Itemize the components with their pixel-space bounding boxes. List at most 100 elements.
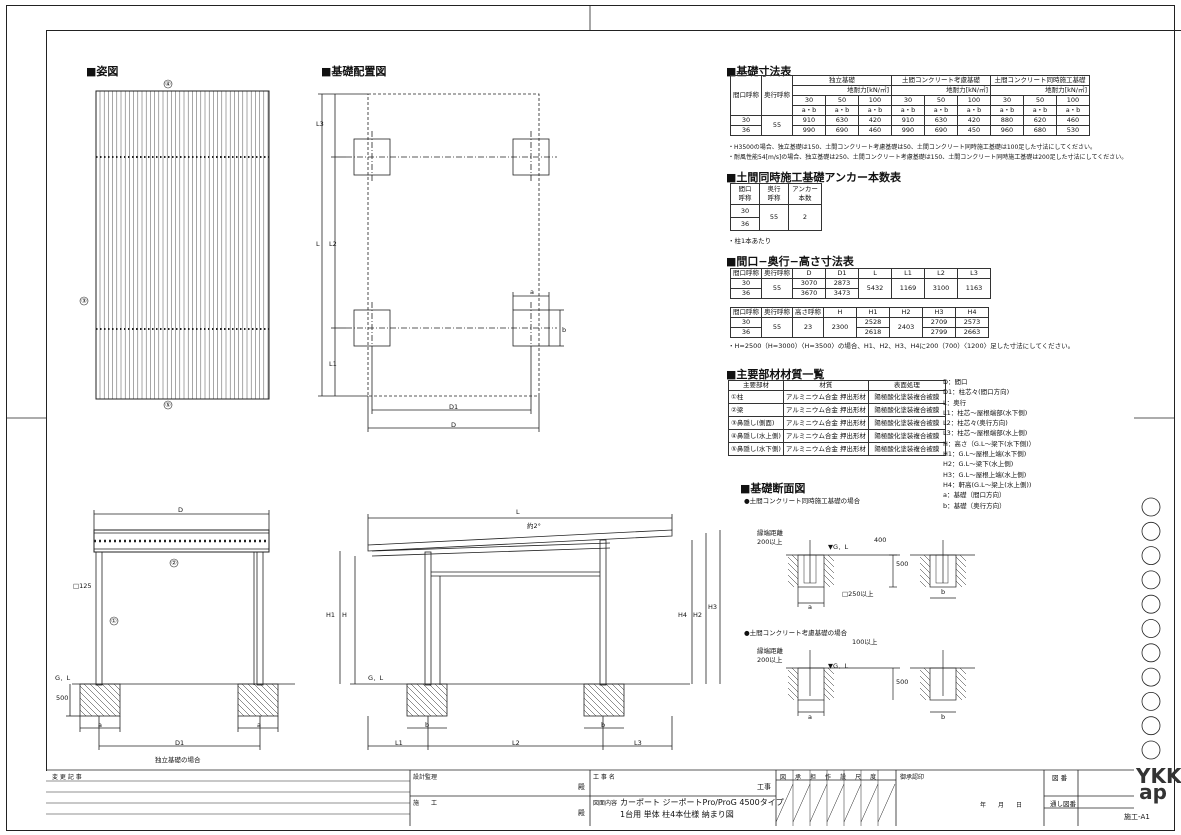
dim-h3: H3: [708, 603, 718, 611]
table-cell: 55: [759, 204, 789, 231]
table-cell: ②梁: [728, 403, 784, 417]
table-cell: 50: [825, 95, 859, 106]
foundation-hatch: [823, 669, 835, 681]
table-cell: a・b: [990, 105, 1024, 116]
section-title-foundation-layout: ■基礎配置図: [321, 65, 387, 78]
span-table-2: 間口呼称 奥行呼称 高さ呼称 H H1 H2 H3 H4 30 55 23 23…: [730, 307, 989, 338]
foundation-hatch: [919, 556, 931, 568]
foundation-dims-table: 間口呼称 奥行呼称 独立基礎 土間コンクリート考慮基礎 土間コンクリート同時施工…: [730, 75, 1090, 136]
foundation-hatch: [416, 683, 448, 715]
foundation-hatch: [787, 681, 799, 693]
foundation-hatch: [919, 574, 931, 586]
foundation-hatch: [823, 556, 835, 568]
foundation-hatch: [113, 683, 121, 691]
table-cell: 陽極酸化塗装複合被膜: [867, 442, 946, 456]
legend-item: L2：柱芯々(奥行方向): [943, 419, 1008, 428]
foundation-hatch: [237, 709, 245, 717]
table-row: ④鼻隠し(水上側) アルミニウム合金 押出形材 陽極酸化塗装複合被膜: [728, 429, 946, 443]
table-cell: 100: [858, 95, 892, 106]
foundation-hatch: [583, 691, 609, 717]
table-cell: ⑤鼻隠し(水下側): [728, 442, 784, 456]
margin-circle: [1141, 716, 1161, 736]
table-header: 材質: [782, 380, 869, 391]
foundation-hatch: [823, 693, 831, 701]
table-cell: 990: [891, 125, 925, 136]
table-cell: 2709: [922, 317, 956, 328]
table-cell: 30: [730, 317, 762, 328]
table-header: L3: [957, 268, 991, 279]
table-cell: 55: [761, 115, 793, 136]
project-label: 工 事 名: [593, 774, 615, 781]
table-cell: 5432: [858, 278, 892, 299]
legend: D：間口 D1：柱芯々(間口方向) L：奥行 L1：柱芯〜屋根端部(水下側) L…: [943, 377, 1035, 511]
table-cell: a・b: [1056, 105, 1090, 116]
table-cell: アルミニウム合金 押出形材: [782, 429, 869, 443]
legend-item: D1：柱芯々(間口方向): [943, 388, 1010, 397]
section-title-section-view: ■基礎断面図: [740, 482, 806, 495]
table-cell: a・b: [858, 105, 892, 116]
serial-number-label: 通し図番: [1050, 800, 1076, 808]
foundation-hatch: [787, 669, 799, 681]
label-gl: ▼G．L: [828, 543, 849, 551]
table-header: H1: [856, 307, 890, 318]
table-cell: 450: [957, 125, 991, 136]
date-field: 年 月 日: [980, 802, 1023, 809]
dim-500-front: 500: [56, 694, 69, 702]
anchor-table: 間口呼称 奥行呼称 アンカー本数 30 55 2 36: [730, 183, 822, 231]
margin-circle: [1141, 740, 1161, 760]
construction-label: 施 工: [413, 800, 438, 807]
table-cell: 2663: [955, 327, 989, 338]
table-header: 表面処理: [867, 380, 946, 391]
foundation-hatch: [605, 683, 625, 703]
front-caption: 独立基礎の場合: [155, 756, 201, 764]
table-cell: 50: [1023, 95, 1057, 106]
foundation-hatch: [787, 556, 799, 568]
foundation-hatch: [955, 669, 967, 681]
foundation-hatch: [83, 683, 117, 717]
approval-slash: [792, 783, 811, 823]
table-cell: a・b: [924, 105, 958, 116]
table-cell: 100: [1056, 95, 1090, 106]
section-title-anchor-count: ■土間同時施工基礎アンカー本数表: [726, 171, 901, 184]
table-header: 奥行呼称: [761, 307, 793, 318]
foundation-hatch: [440, 683, 448, 691]
table-cell: 1163: [957, 278, 991, 299]
foundation-hatch: [265, 683, 279, 697]
span-table-1: 間口呼称 奥行呼称 D D1 L L1 L2 L3 30 55 3070 287…: [730, 268, 991, 299]
label-400: 400: [874, 536, 887, 544]
legend-item: L3：柱芯〜屋根端部(水上側): [943, 429, 1028, 438]
foundation-hatch: [237, 691, 263, 717]
legend-item: D：間口: [943, 378, 968, 386]
label-sq250: □250以上: [842, 590, 874, 598]
table-cell: 2: [788, 204, 822, 231]
dim-d1: D1: [449, 403, 459, 411]
drawing-number-label: 図 番: [1052, 774, 1068, 782]
foundation-hatch: [959, 554, 967, 562]
table-header: 土間コンクリート考慮基礎: [891, 75, 991, 86]
callout-5: ⑤: [165, 401, 171, 409]
table-header: 地耐力[kN/㎡]: [990, 85, 1090, 96]
table-header: 地耐力[kN/㎡]: [891, 85, 991, 96]
foundation-hatch: [919, 580, 927, 588]
foundation-hatch: [237, 685, 269, 717]
table-cell: 2618: [856, 327, 890, 338]
margin-circle: [1141, 521, 1161, 541]
table-cell: ④鼻隠し(水上側): [728, 429, 784, 443]
table-cell: 3670: [792, 288, 826, 299]
table-header: 間口呼称: [730, 183, 760, 205]
foundation-hatch: [823, 580, 831, 588]
table-cell: 36: [730, 125, 762, 136]
dim-l3: L3: [316, 120, 324, 128]
margin-circle: [1141, 667, 1161, 687]
drawing-area: [46, 30, 1181, 771]
table-cell: 36: [730, 327, 762, 338]
label-500-2: 500: [896, 678, 909, 686]
table-cell: 990: [792, 125, 826, 136]
dim-sq125: □125: [73, 582, 92, 590]
foundation-hatch: [787, 580, 795, 588]
label-100: 100以上: [852, 638, 878, 646]
table-cell: 620: [1023, 115, 1057, 126]
label-b-2: b: [941, 713, 946, 721]
table-header: 間口呼称: [730, 75, 762, 116]
foundation-hatch: [434, 683, 448, 697]
